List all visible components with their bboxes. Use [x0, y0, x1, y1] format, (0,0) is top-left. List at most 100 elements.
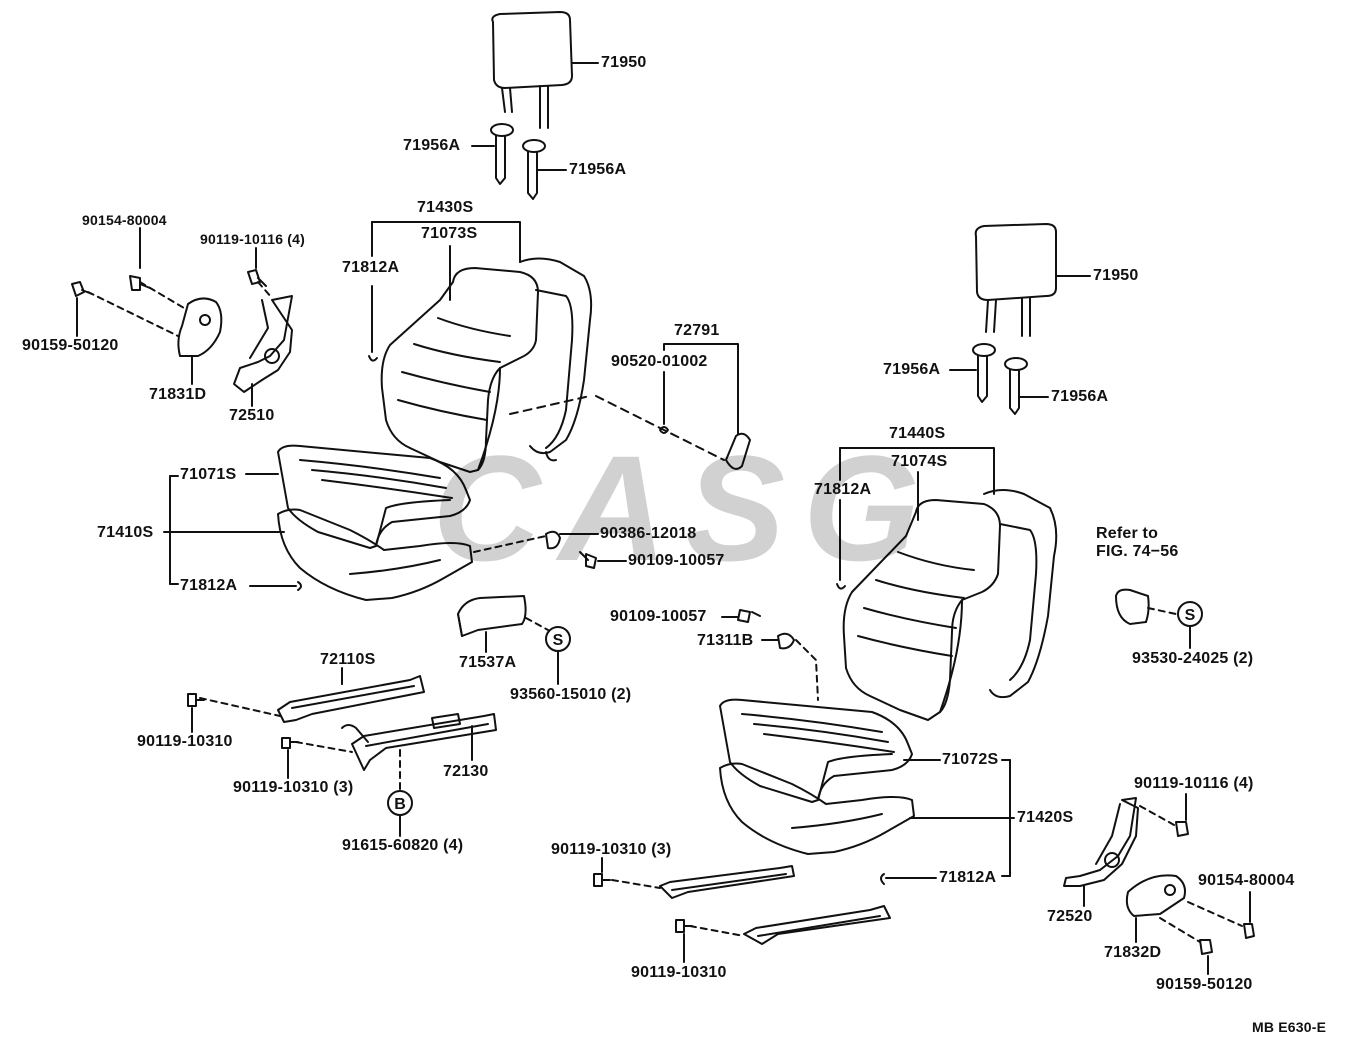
right-headrest: [974, 223, 1057, 337]
part-label-cush-l-cover: 71071S: [180, 466, 237, 483]
nut-l-icon: [545, 530, 561, 550]
release-lever: [725, 432, 751, 470]
bracket-back-l: [371, 221, 521, 263]
right-recliner-cover: [1125, 874, 1186, 917]
callout-b-left: [387, 790, 413, 816]
part-label-hog-ring-l-cush: 71812A: [180, 577, 238, 594]
dash-bolt-adj-l1: [199, 697, 281, 717]
watermark: CASG: [432, 440, 937, 590]
part-label-screw-trim-l: 93560-15010 (2): [510, 686, 632, 703]
left-trim: [457, 595, 527, 637]
part-label-recliner-l: 72510: [229, 407, 275, 424]
dash-screw-l1: [139, 281, 185, 309]
dash-bolt-rail-r2: [689, 925, 745, 937]
left-recliner-cover: [177, 297, 223, 357]
right-rail-2: [743, 905, 891, 945]
part-label-bolt-adj-l1: 90119-10310: [137, 733, 233, 750]
part-label-recl-cover-r: 71832D: [1104, 944, 1162, 961]
part-label-adjuster-l-outer: 72110S: [320, 651, 376, 668]
screw-r1-icon: [1243, 923, 1255, 939]
part-label-bolt-l-mid: 90109-10057: [628, 552, 725, 569]
knob-r-icon: [777, 632, 795, 650]
part-label-hr-r: 71950: [1093, 267, 1139, 284]
callout-s-left-text: S: [553, 632, 564, 649]
part-label-cush-l-assy: 71410S: [97, 524, 154, 541]
dash-nut-l: [473, 535, 547, 553]
part-label-back-r-cover: 71074S: [891, 453, 948, 470]
right-headrest-guides: [972, 343, 1028, 415]
bolt-adj-l1-icon: [187, 693, 205, 707]
dash-lever: [595, 395, 725, 461]
dash-bolt-rail-r1: [611, 879, 661, 889]
refer-line-1: Refer to: [1096, 525, 1159, 542]
part-label-clip: 90520-01002: [611, 353, 708, 370]
hog-ring-r-back: [836, 583, 846, 590]
dash-lever-back: [509, 395, 591, 415]
part-label-screw-r1: 90154-80004: [1198, 872, 1295, 889]
right-seatback: [842, 489, 1058, 721]
dash-bolt-adj-l2: [295, 741, 353, 753]
left-headrest-guides: [490, 123, 546, 200]
part-label-bolt-adj-l2: 90119-10310 (3): [233, 779, 354, 796]
hog-ring-l-cush: [297, 581, 302, 591]
bolt-l-mid-icon: [579, 551, 597, 569]
figure-code: MB E630-E: [1252, 1019, 1327, 1035]
part-label-guide-l1: 71956A: [403, 137, 461, 154]
bolt-rail-r2-icon: [675, 919, 693, 933]
part-label-adjuster-l-inner: 72130: [443, 763, 489, 780]
dash-trim-l: [525, 617, 549, 631]
part-label-hog-ring-l-back: 71812A: [342, 259, 400, 276]
part-label-hog-ring-r-back: 71812A: [814, 481, 872, 498]
dash-bolt-r-recl: [1139, 805, 1177, 827]
part-label-back-l-assy: 71430S: [417, 199, 474, 216]
part-label-recl-cover-l: 71831D: [149, 386, 207, 403]
refer-line-2: FIG. 74−56: [1096, 543, 1179, 560]
part-label-guide-r2: 71956A: [1051, 388, 1109, 405]
part-label-back-r-assy: 71440S: [889, 425, 946, 442]
part-label-bolt-rail-r2: 90119-10310: [631, 964, 727, 981]
bolt-rail-r1-icon: [593, 873, 611, 887]
part-label-screw-r-switch: 93530-24025 (2): [1132, 650, 1254, 667]
left-seatback: [380, 257, 593, 473]
bolt-r-mid-icon: [737, 609, 761, 623]
part-label-cush-r-assy: 71420S: [1017, 809, 1074, 826]
right-seat-cushion: [719, 698, 915, 855]
part-label-trim-l: 71537A: [459, 654, 517, 671]
part-label-hog-ring-r-cush: 71812A: [939, 869, 997, 886]
hog-ring-r-cush: [880, 873, 885, 885]
left-recliner: [233, 295, 293, 393]
right-recliner: [1063, 797, 1139, 887]
part-label-screw-l1: 90154-80004: [82, 212, 167, 228]
bolt-adj-l2-icon: [281, 737, 299, 749]
bolt-r-cover-icon: [1199, 939, 1213, 955]
part-label-recliner-r: 72520: [1047, 908, 1093, 925]
part-label-lever-group: 72791: [674, 322, 720, 339]
dash-bolt-l-recl: [257, 281, 273, 299]
callout-s-left: [545, 626, 571, 652]
dash-knob-r: [795, 639, 819, 701]
screw-icons-left: [71, 269, 267, 297]
switch-r-icon: [1115, 588, 1150, 625]
left-seat-cushion: [277, 444, 473, 601]
right-rail-1: [659, 865, 795, 899]
callout-b-left-text: B: [394, 796, 406, 813]
left-adjuster-outer: [277, 669, 425, 723]
part-label-nut-l: 90386-12018: [600, 525, 697, 542]
bolt-r-recl-icon: [1175, 821, 1189, 837]
part-label-bolt-l-recl: 90119-10116 (4): [200, 231, 305, 247]
dash-bolt-l-cover: [87, 291, 179, 337]
dash-switch-r: [1147, 607, 1177, 615]
hog-ring-l-back: [368, 355, 378, 362]
left-headrest: [491, 11, 573, 129]
part-label-knob-r: 71311B: [697, 632, 754, 649]
left-adjuster-inner: [341, 713, 497, 771]
clip-icon: [659, 426, 669, 434]
part-label-guide-r1: 71956A: [883, 361, 941, 378]
callout-s-right-text: S: [1185, 607, 1196, 624]
part-label-bolt-l-cover: 90159-50120: [22, 337, 119, 354]
dash-bolt-r-cover: [1159, 917, 1201, 943]
svg-text:CASG: CASG: [432, 440, 937, 590]
bracket-lever-group: [663, 343, 739, 435]
part-label-guide-l2: 71956A: [569, 161, 627, 178]
